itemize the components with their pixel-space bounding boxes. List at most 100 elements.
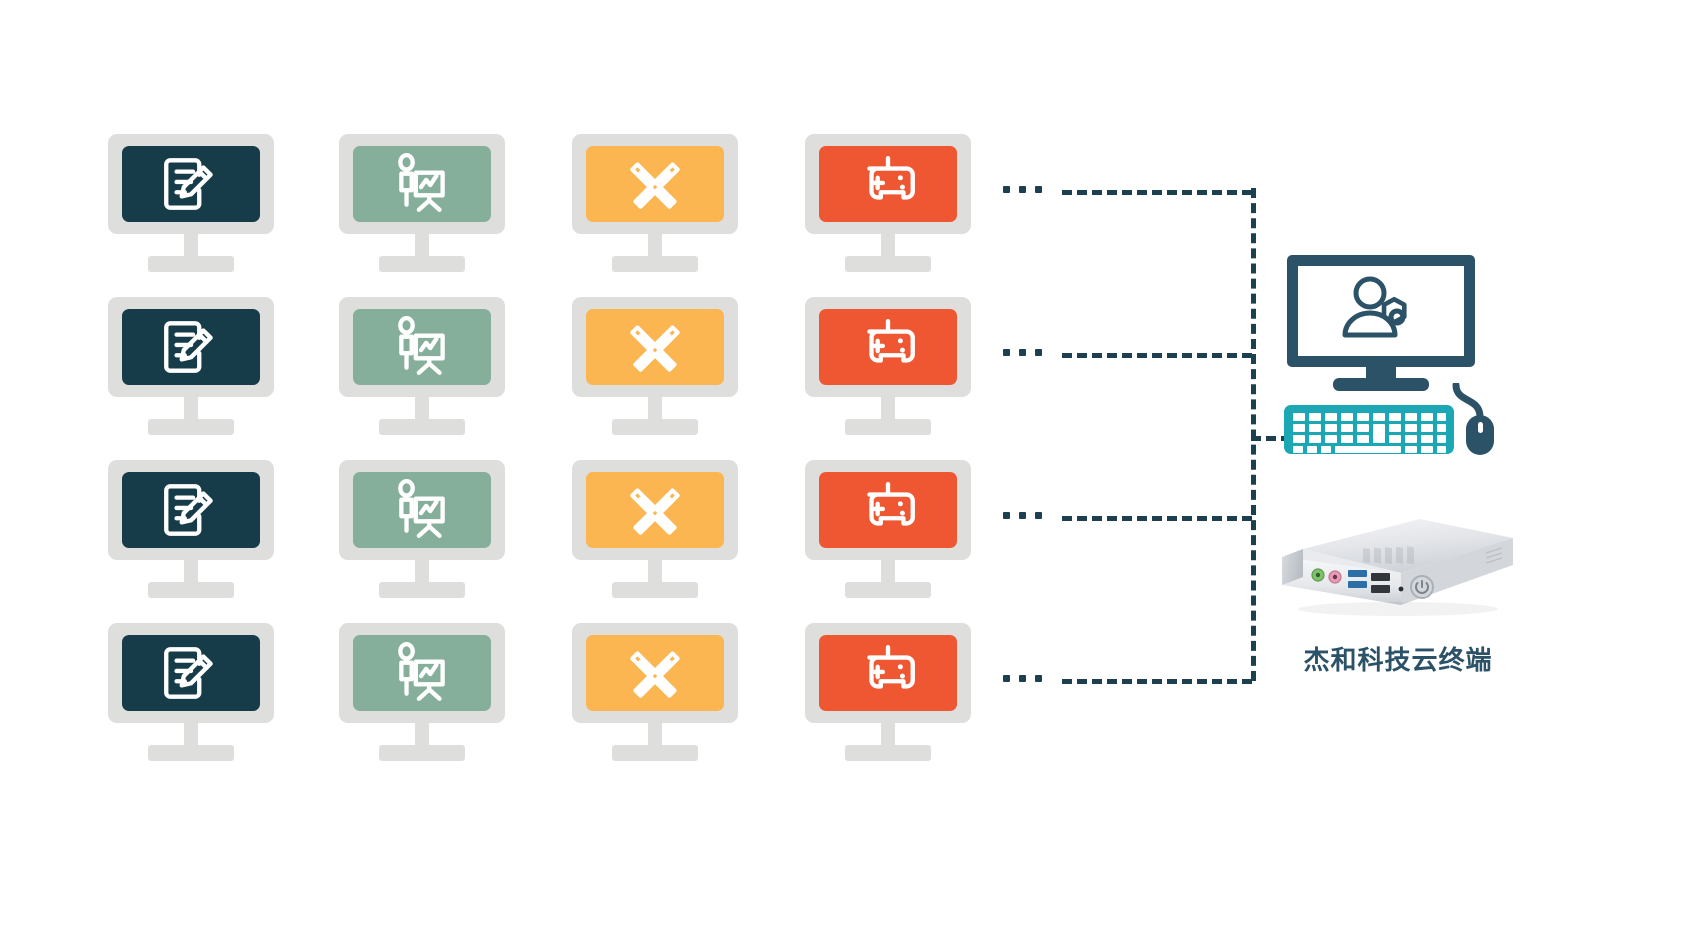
monitor-neck xyxy=(184,723,198,748)
monitor-screen xyxy=(819,309,957,385)
monitor-screen xyxy=(819,146,957,222)
monitor-base xyxy=(612,419,698,435)
monitor-base xyxy=(379,582,465,598)
monitor-base xyxy=(148,256,234,272)
monitor-screen xyxy=(353,309,491,385)
client-monitor-presentation[interactable] xyxy=(339,297,505,440)
monitor-screen xyxy=(353,635,491,711)
server-monitor-neck xyxy=(1366,365,1396,380)
monitor-screen xyxy=(122,635,260,711)
row-overflow-ellipsis xyxy=(1003,186,1042,193)
monitor-neck xyxy=(184,560,198,585)
client-monitor-document[interactable] xyxy=(108,297,274,440)
document-edit-icon xyxy=(164,647,213,699)
server-monitor-frame xyxy=(1287,255,1475,367)
monitor-neck xyxy=(648,397,662,422)
connector-branch-row3 xyxy=(1062,516,1252,521)
keyboard-icon[interactable] xyxy=(1284,405,1454,454)
document-edit-icon xyxy=(164,321,213,373)
monitor-base xyxy=(845,256,931,272)
presentation-board-icon xyxy=(398,315,445,375)
monitor-neck xyxy=(415,560,429,585)
monitor-base xyxy=(148,745,234,761)
monitor-screen xyxy=(353,146,491,222)
monitor-neck xyxy=(881,723,895,748)
client-monitor-design[interactable] xyxy=(572,460,738,603)
client-monitor-document[interactable] xyxy=(108,623,274,766)
monitor-base xyxy=(148,582,234,598)
monitor-base xyxy=(379,256,465,272)
gamepad-icon xyxy=(867,482,915,526)
monitor-neck xyxy=(415,397,429,422)
gamepad-icon xyxy=(867,156,915,200)
monitor-neck xyxy=(415,723,429,748)
cloud-terminal-group[interactable]: 杰和科技云终端 xyxy=(1270,255,1570,705)
server-monitor[interactable] xyxy=(1287,255,1475,391)
ruler-pencil-icon xyxy=(630,488,680,535)
monitor-neck xyxy=(184,397,198,422)
monitor-screen xyxy=(819,635,957,711)
monitor-screen xyxy=(353,472,491,548)
row-overflow-ellipsis xyxy=(1003,512,1042,519)
ruler-pencil-icon xyxy=(630,651,680,698)
client-monitor-gaming[interactable] xyxy=(805,134,971,277)
gamepad-icon xyxy=(867,645,915,689)
monitor-neck xyxy=(648,723,662,748)
mini-pc-icon[interactable] xyxy=(1270,513,1515,623)
monitor-neck xyxy=(881,560,895,585)
monitor-screen xyxy=(586,309,724,385)
monitor-screen xyxy=(586,635,724,711)
client-monitor-presentation[interactable] xyxy=(339,460,505,603)
client-monitor-design[interactable] xyxy=(572,623,738,766)
mouse-icon[interactable] xyxy=(1446,381,1516,468)
monitor-base xyxy=(148,419,234,435)
monitor-screen xyxy=(122,146,260,222)
ellipsis-dot xyxy=(1019,512,1026,519)
row-overflow-ellipsis xyxy=(1003,675,1042,682)
monitor-screen xyxy=(122,472,260,548)
client-monitor-document[interactable] xyxy=(108,460,274,603)
monitor-screen xyxy=(819,472,957,548)
ellipsis-dot xyxy=(1003,675,1010,682)
monitor-neck xyxy=(881,234,895,259)
monitor-base xyxy=(612,256,698,272)
ruler-pencil-icon xyxy=(630,325,680,372)
gamepad-icon xyxy=(867,319,915,363)
presentation-board-icon xyxy=(398,152,445,212)
ellipsis-dot xyxy=(1035,675,1042,682)
client-monitor-design[interactable] xyxy=(572,134,738,277)
ellipsis-dot xyxy=(1003,349,1010,356)
document-edit-icon xyxy=(164,158,213,210)
monitor-neck xyxy=(415,234,429,259)
ellipsis-dot xyxy=(1035,349,1042,356)
connector-trunk-vertical xyxy=(1251,188,1256,681)
ellipsis-dot xyxy=(1035,512,1042,519)
monitor-base xyxy=(845,582,931,598)
client-monitor-document[interactable] xyxy=(108,134,274,277)
cloud-terminal-label: 杰和科技云终端 xyxy=(1303,645,1493,675)
monitor-base xyxy=(612,745,698,761)
client-monitor-gaming[interactable] xyxy=(805,623,971,766)
client-monitor-gaming[interactable] xyxy=(805,297,971,440)
client-monitor-gaming[interactable] xyxy=(805,460,971,603)
connector-trunk-to-server xyxy=(1251,436,1306,441)
monitor-neck xyxy=(648,560,662,585)
user-admin-gear-icon xyxy=(1342,276,1407,338)
presentation-board-icon xyxy=(398,478,445,538)
ellipsis-dot xyxy=(1003,186,1010,193)
monitor-neck xyxy=(648,234,662,259)
client-monitor-design[interactable] xyxy=(572,297,738,440)
monitor-neck xyxy=(184,234,198,259)
row-overflow-ellipsis xyxy=(1003,349,1042,356)
monitor-base xyxy=(379,419,465,435)
monitor-screen xyxy=(586,146,724,222)
client-monitor-presentation[interactable] xyxy=(339,134,505,277)
ellipsis-dot xyxy=(1003,512,1010,519)
client-monitor-presentation[interactable] xyxy=(339,623,505,766)
monitor-base xyxy=(612,582,698,598)
monitor-screen xyxy=(586,472,724,548)
monitor-base xyxy=(845,419,931,435)
ellipsis-dot xyxy=(1019,675,1026,682)
monitor-screen xyxy=(122,309,260,385)
